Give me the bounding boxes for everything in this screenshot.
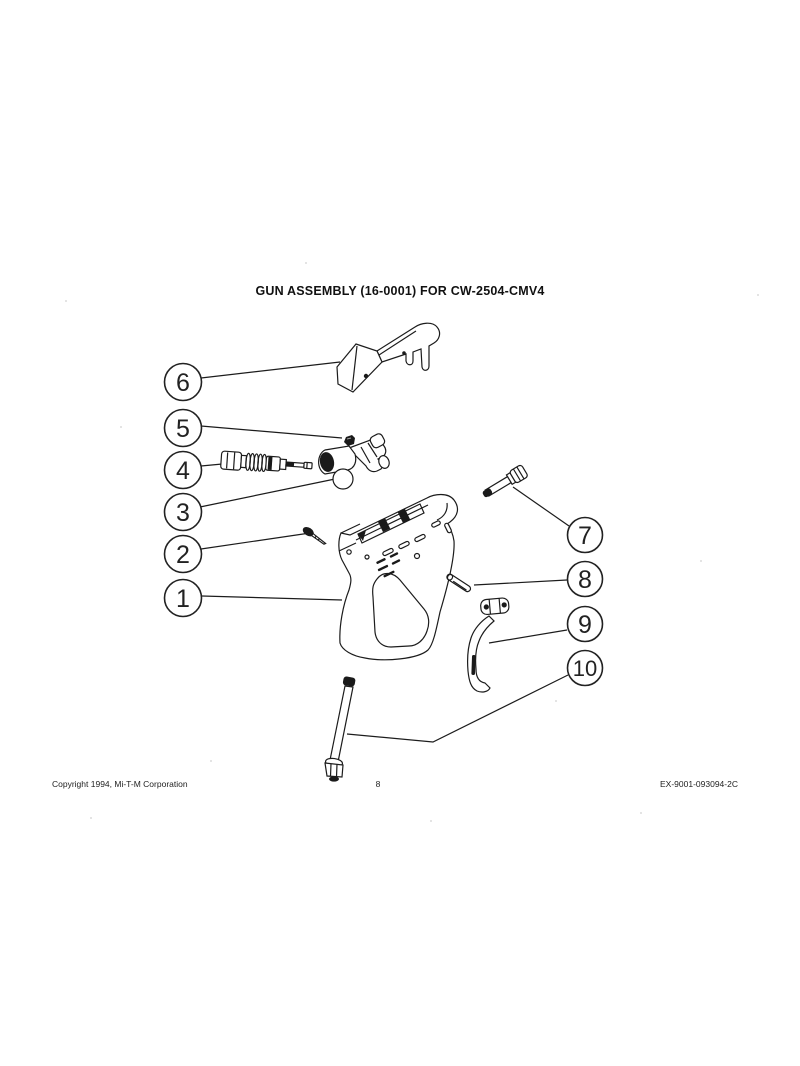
page-title: GUN ASSEMBLY (16-0001) FOR CW-2504-CMV4	[255, 284, 545, 298]
part-trigger-link	[467, 597, 510, 693]
part-pin	[446, 573, 472, 593]
callout-6-number: 6	[176, 369, 190, 397]
leader-line-3	[199, 478, 336, 508]
leader-line-5	[200, 425, 343, 439]
stamped-text-marks	[376, 552, 401, 578]
callout-7-circle	[566, 516, 604, 554]
leader-lines	[199, 361, 570, 743]
frame-slots	[382, 520, 452, 557]
callout-9-circle	[566, 605, 604, 643]
callout-4-circle	[163, 450, 203, 490]
callout-balloons: 6 5 4 3 2 1 7 8 9 10	[163, 362, 604, 687]
leader-line-1	[201, 595, 343, 601]
callout-3-number: 3	[176, 499, 190, 527]
mount-hole	[346, 549, 352, 555]
callout-10-number: 10	[573, 656, 597, 681]
callout-3-circle	[163, 492, 203, 532]
pivot-hole	[363, 373, 369, 379]
document-code: EX-9001-093094-2C	[660, 779, 738, 789]
part-screw	[302, 526, 327, 545]
callout-2-circle	[163, 534, 203, 574]
leader-line-2	[200, 532, 311, 550]
part-seat-nut	[344, 435, 355, 446]
callout-5-number: 5	[176, 415, 190, 443]
leader-line-9	[488, 629, 568, 644]
part-valve-head	[318, 433, 390, 490]
callout-6-circle	[163, 362, 203, 402]
callout-1-number: 1	[176, 585, 190, 613]
copyright-text: Copyright 1994, Mi-T-M Corporation	[52, 779, 188, 789]
mount-hole	[364, 554, 370, 560]
leader-line-8	[473, 579, 568, 586]
part-inlet-tube	[324, 676, 356, 782]
callout-9-number: 9	[578, 611, 592, 639]
pivot-ball	[332, 468, 354, 490]
callout-4-number: 4	[176, 457, 190, 485]
callout-10-circle	[566, 649, 604, 687]
frame-hole	[413, 552, 421, 560]
leader-line-6	[200, 361, 341, 379]
page-number: 8	[375, 779, 381, 789]
callout-5-circle	[163, 408, 203, 448]
callout-7-number: 7	[578, 522, 592, 550]
callout-1-circle	[163, 578, 203, 618]
part-valve-cartridge	[220, 450, 313, 473]
callout-8-number: 8	[578, 566, 592, 594]
callout-8-circle	[566, 560, 604, 598]
leader-line-10	[346, 674, 569, 743]
part-gun-body-frame	[338, 493, 459, 661]
part-bolt	[482, 464, 528, 498]
spring-coils	[245, 452, 267, 473]
callout-2-number: 2	[176, 541, 190, 569]
leader-line-7	[512, 486, 570, 527]
part-trigger-handle	[336, 322, 441, 393]
